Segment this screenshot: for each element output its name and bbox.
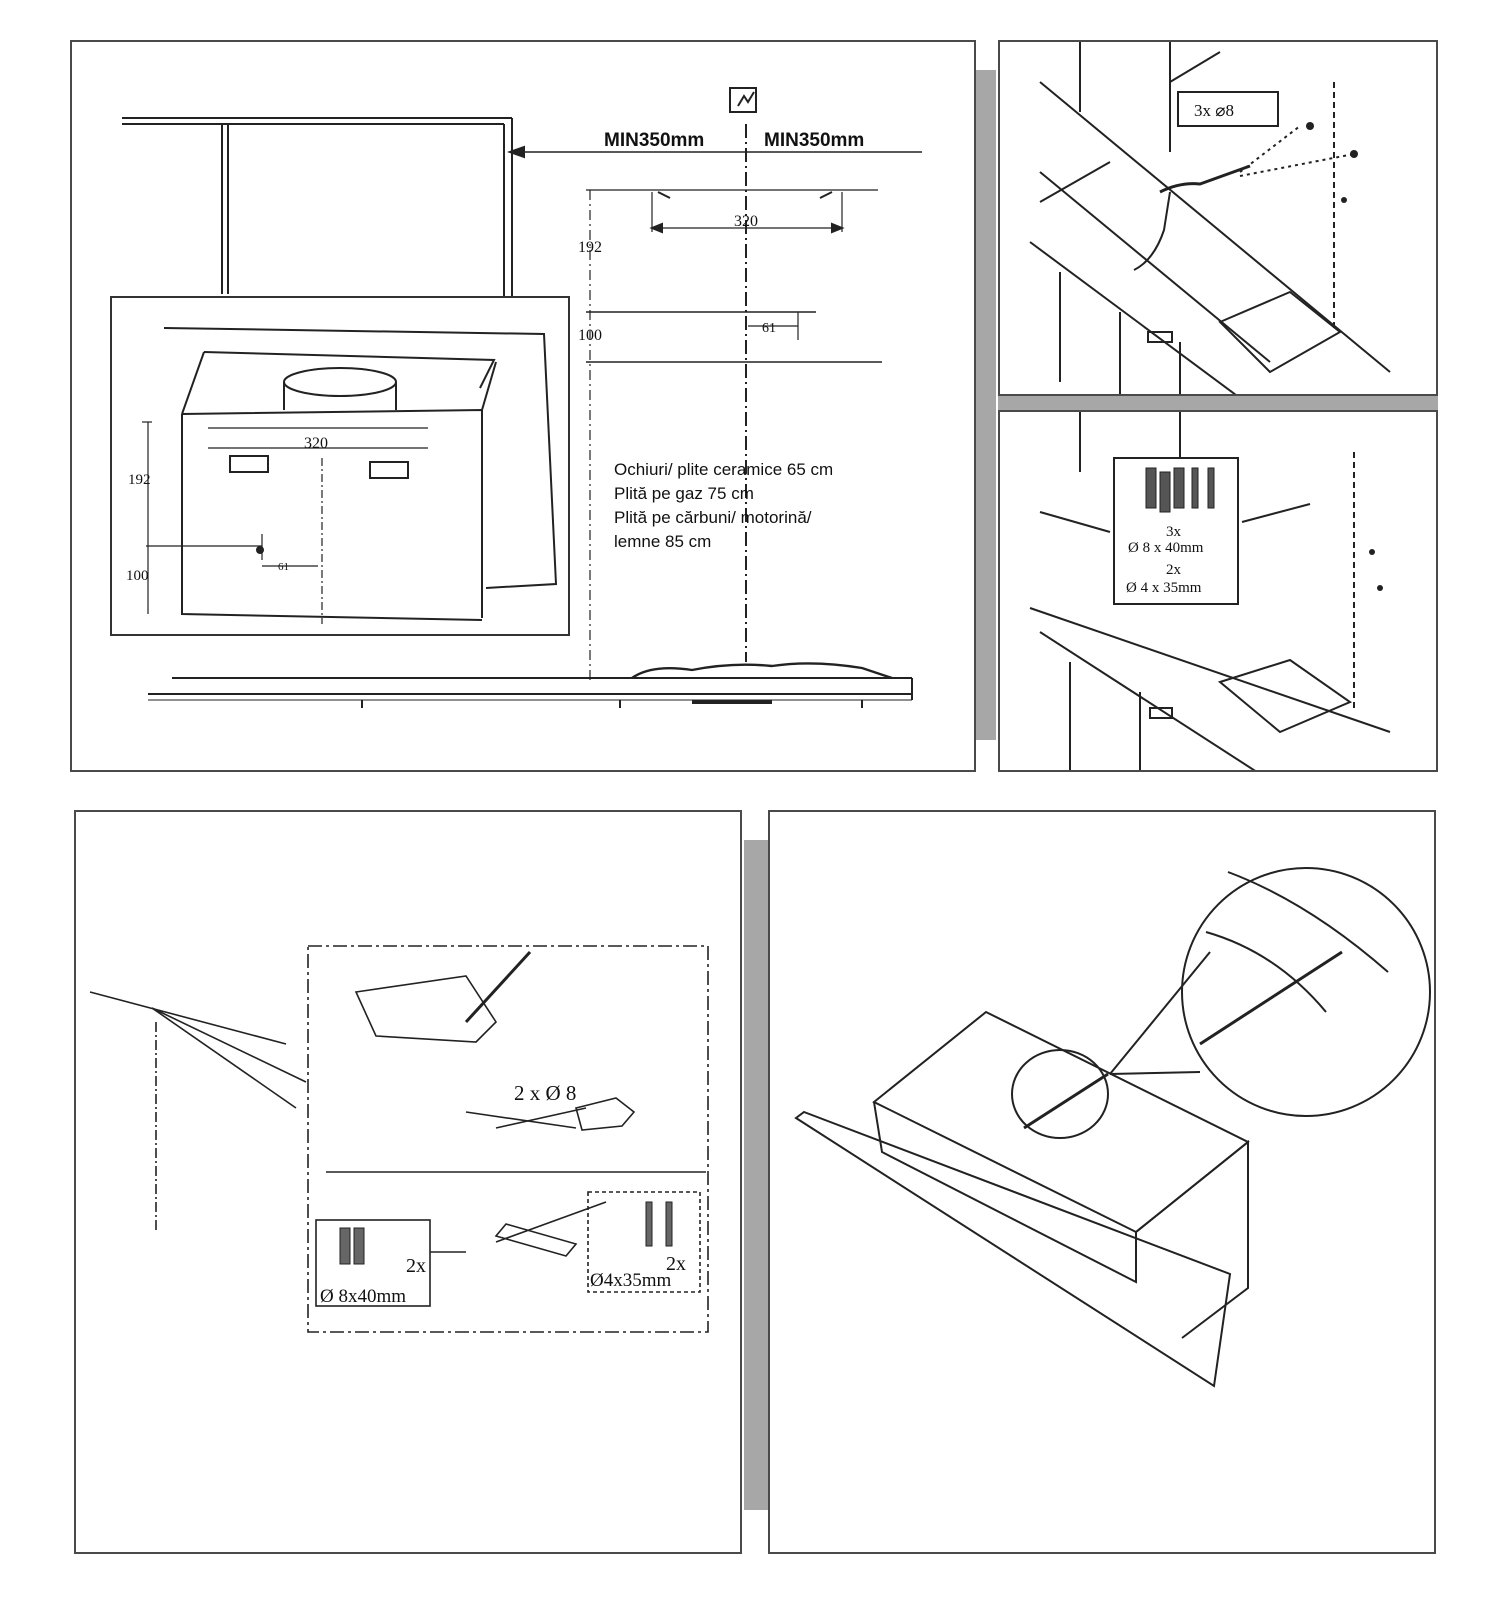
hood-hanging-drawing bbox=[794, 867, 1431, 1388]
dimension-100: 100 bbox=[578, 327, 602, 344]
plugs-drawing: 3x Ø 8 x 40mm 2x Ø 4 x 35mm bbox=[1029, 412, 1391, 770]
note-line: Plită pe cărbuni/ motorină/ bbox=[614, 508, 812, 527]
separator-bar bbox=[998, 396, 1438, 410]
dimension-192: 192 bbox=[578, 239, 602, 256]
drill-label: 3x ⌀8 bbox=[1194, 101, 1234, 120]
inset-dimension-61: 61 bbox=[278, 561, 289, 573]
inset-dimension-192: 192 bbox=[128, 472, 151, 488]
drill-count-label: 2 x Ø 8 bbox=[514, 1081, 576, 1105]
hob-distance-notes: Ochiuri/ plite ceramice 65 cm Plită pe g… bbox=[614, 458, 833, 554]
min-distance-left: MIN350mm bbox=[604, 130, 704, 151]
inset-dimension-100: 100 bbox=[126, 568, 149, 584]
dimension-320: 320 bbox=[734, 213, 758, 230]
screw-count: 2x bbox=[1166, 562, 1182, 578]
bracket-plug-count: 2x bbox=[406, 1255, 426, 1277]
panel-main-dimensions: MIN350mm MIN350mm 320 192 100 61 bbox=[70, 40, 976, 772]
bracket-screw-size: Ø4x35mm bbox=[590, 1270, 672, 1291]
plug-count: 3x bbox=[1166, 524, 1182, 540]
panel-bracket-mounting: 2 x Ø 8 2x Ø 8x40mm 2x Ø4x35mm bbox=[74, 810, 742, 1554]
plug-size: Ø 8 x 40mm bbox=[1128, 540, 1204, 556]
bracket-plug-size: Ø 8x40mm bbox=[320, 1286, 406, 1307]
separator-bar bbox=[976, 70, 996, 740]
inset-dimension-320: 320 bbox=[304, 435, 328, 452]
panel-drilling: 3x ⌀8 bbox=[998, 40, 1438, 396]
main-dimension-drawing: MIN350mm MIN350mm 320 192 100 61 bbox=[122, 87, 922, 708]
electric-outlet-icon bbox=[729, 87, 757, 113]
bracket-screw-count: 2x bbox=[666, 1253, 686, 1275]
inset-hood-back-view: 320 192 100 61 bbox=[110, 296, 570, 636]
dimension-61: 61 bbox=[762, 321, 776, 336]
bracket-drawing: 2 x Ø 8 2x Ø 8x40mm 2x Ø4x35mm bbox=[89, 945, 709, 1333]
note-line: Ochiuri/ plite ceramice 65 cm bbox=[614, 460, 834, 479]
note-line: Plită pe gaz 75 cm bbox=[614, 484, 754, 503]
separator-bar bbox=[744, 840, 768, 1510]
note-line: lemne 85 cm bbox=[614, 532, 712, 551]
drilling-drawing: 3x ⌀8 bbox=[1029, 42, 1391, 394]
panel-hood-hanging bbox=[768, 810, 1436, 1554]
min-distance-right: MIN350mm bbox=[764, 130, 864, 151]
screw-size: Ø 4 x 35mm bbox=[1126, 580, 1202, 596]
hood-back-drawing: 320 192 100 61 bbox=[126, 327, 558, 624]
panel-plugs-screws: 3x Ø 8 x 40mm 2x Ø 4 x 35mm bbox=[998, 410, 1438, 772]
